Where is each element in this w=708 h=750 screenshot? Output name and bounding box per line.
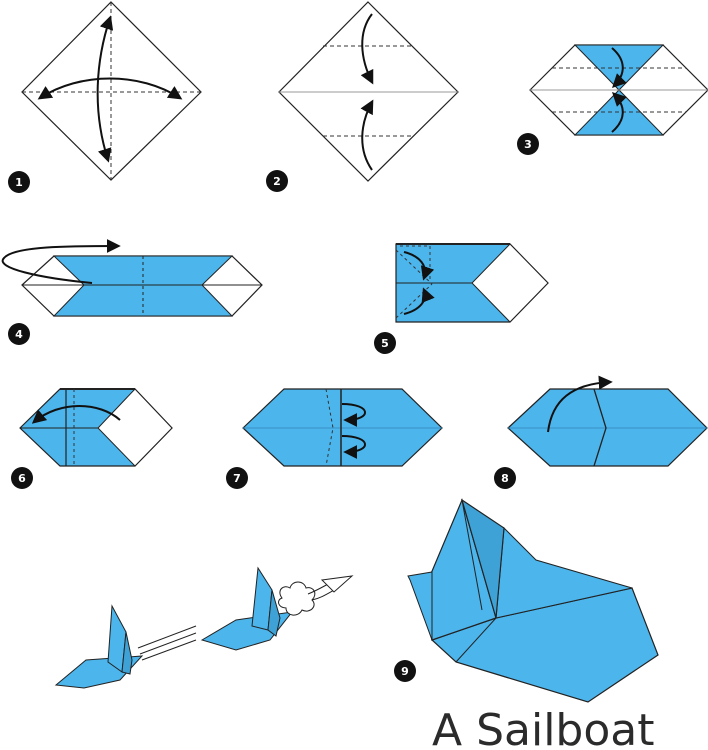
speed-lines (137, 625, 197, 661)
step-8-figure (507, 375, 708, 467)
step-6-figure (19, 388, 173, 467)
step-5-figure (395, 243, 549, 323)
step-4-figure (1, 239, 263, 317)
small-boat-left (54, 604, 144, 689)
step-1-figure (21, 1, 202, 181)
step-7-badge: 7 (226, 467, 248, 489)
step-9-badge: 9 (394, 660, 416, 682)
step-8-badge: 8 (494, 467, 516, 489)
step-6-number: 6 (18, 472, 26, 485)
step-3-figure (529, 44, 708, 136)
step-1-number: 1 (15, 176, 23, 189)
step-5-number: 5 (381, 337, 389, 350)
step-2-badge: 2 (266, 170, 288, 192)
step-8-number: 8 (501, 472, 509, 485)
step-1-badge: 1 (8, 171, 30, 193)
step-9-figure (407, 498, 659, 703)
step-4-number: 4 (15, 328, 23, 341)
diagram-title: A Sailboat (432, 705, 655, 750)
step-3-badge: 3 (517, 133, 539, 155)
wind-puff-icon (278, 575, 354, 616)
step-7-number: 7 (233, 472, 241, 485)
step-9-number: 9 (401, 665, 409, 678)
step-7-figure (242, 388, 443, 467)
step-4-badge: 4 (8, 323, 30, 345)
small-boat-right (200, 566, 294, 651)
step-6-badge: 6 (11, 467, 33, 489)
step-3-number: 3 (524, 138, 532, 151)
step-5-badge: 5 (374, 332, 396, 354)
step-2-number: 2 (273, 175, 281, 188)
step-2-figure (278, 1, 459, 182)
